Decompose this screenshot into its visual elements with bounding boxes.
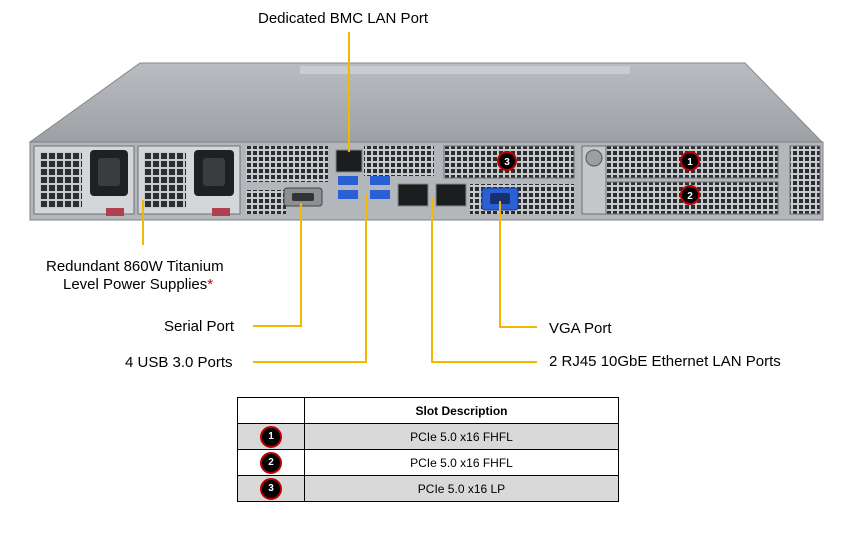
chassis-badges: 3 1 2 bbox=[497, 151, 700, 205]
power-supply-1 bbox=[33, 145, 135, 216]
table-row: 1 PCIe 5.0 x16 FHFL bbox=[237, 423, 619, 450]
table-header-row: Slot Description bbox=[237, 397, 619, 424]
lan-leader-line bbox=[431, 198, 537, 363]
power-supply-label-line1: Redundant 860W Titanium bbox=[46, 258, 224, 275]
serial-label: Serial Port bbox=[164, 318, 235, 335]
usb-leader-line bbox=[253, 194, 367, 363]
usb-port bbox=[338, 176, 358, 185]
slot-1-badge: 1 bbox=[680, 151, 700, 171]
svg-text:1: 1 bbox=[687, 157, 693, 168]
table-row: 2 PCIe 5.0 x16 FHFL bbox=[237, 449, 619, 476]
power-supply-2 bbox=[137, 145, 241, 216]
slot-number-badge: 3 bbox=[260, 477, 282, 500]
vga-leader-line bbox=[499, 201, 537, 328]
slot-desc: PCIe 5.0 x16 LP bbox=[304, 475, 619, 502]
vga-label: VGA Port bbox=[549, 320, 612, 337]
power-asterisk: * bbox=[207, 276, 214, 293]
slot-desc: PCIe 5.0 x16 FHFL bbox=[304, 449, 619, 476]
slot-number-badge: 1 bbox=[260, 425, 282, 448]
power-supply-label-text: Level Power Supplies bbox=[63, 276, 208, 293]
lan-label: 2 RJ45 10GbE Ethernet LAN Ports bbox=[549, 353, 781, 370]
slot-number-badge: 2 bbox=[260, 451, 282, 474]
lan-port bbox=[435, 183, 467, 207]
lan-port bbox=[397, 183, 429, 207]
table-header-blank bbox=[237, 397, 305, 424]
slot-3-badge: 3 bbox=[497, 151, 517, 171]
slot-description-table: Slot Description 1 PCIe 5.0 x16 FHFL 2 P… bbox=[237, 397, 619, 502]
svg-text:2: 2 bbox=[687, 191, 693, 202]
serial-leader-line bbox=[253, 203, 302, 327]
pcie-slot-3 bbox=[443, 145, 575, 179]
usb-port bbox=[370, 176, 390, 185]
chassis-top-cover bbox=[28, 62, 824, 143]
usb-port bbox=[338, 190, 358, 199]
power-supply-label-line2: Level Power Supplies* bbox=[63, 276, 213, 293]
table-row: 3 PCIe 5.0 x16 LP bbox=[237, 475, 619, 502]
slot-desc: PCIe 5.0 x16 FHFL bbox=[304, 423, 619, 450]
slot-2-badge: 2 bbox=[680, 185, 700, 205]
svg-text:3: 3 bbox=[504, 157, 510, 168]
table-header-title: Slot Description bbox=[304, 397, 619, 424]
usb-port bbox=[370, 190, 390, 199]
bmc-label: Dedicated BMC LAN Port bbox=[258, 10, 429, 27]
bmc-lan-port bbox=[335, 149, 363, 173]
usb-label: 4 USB 3.0 Ports bbox=[125, 354, 233, 371]
